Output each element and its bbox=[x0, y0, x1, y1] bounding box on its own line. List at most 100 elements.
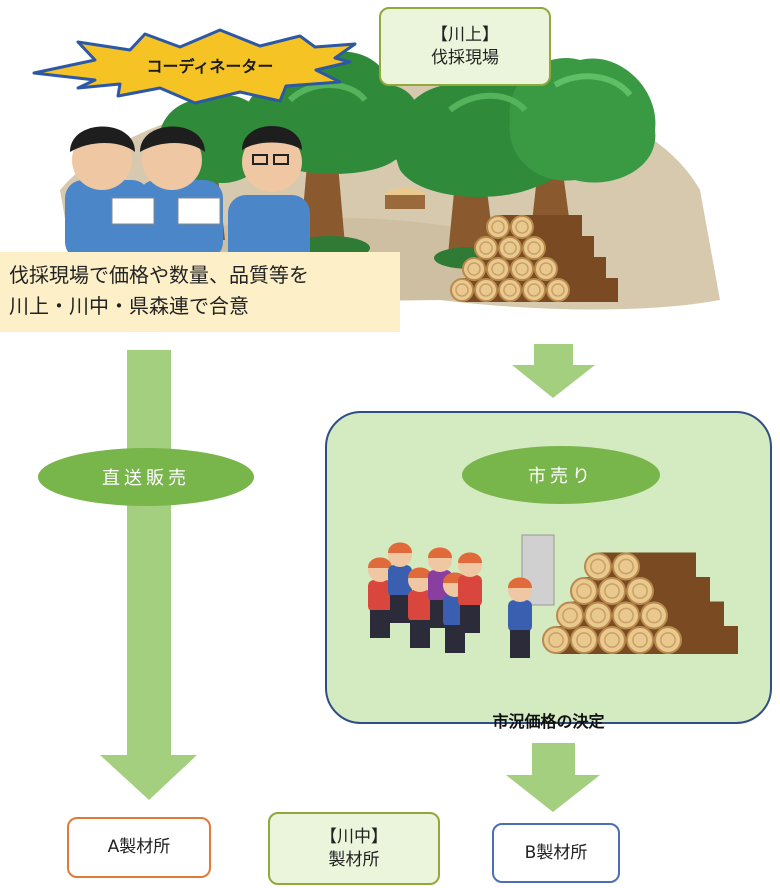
person-legs bbox=[370, 610, 390, 638]
market-price-caption: 市況価格の決定 bbox=[492, 712, 605, 731]
log-end bbox=[498, 278, 522, 302]
log-end bbox=[474, 278, 498, 302]
worker-body bbox=[228, 195, 310, 270]
tree-highlight bbox=[287, 82, 368, 103]
log-end bbox=[486, 215, 510, 239]
person-cap bbox=[458, 552, 482, 563]
person-cap bbox=[408, 567, 432, 578]
log-end bbox=[522, 236, 546, 260]
log-end bbox=[626, 626, 654, 654]
log-end bbox=[556, 601, 584, 630]
log-end bbox=[612, 601, 640, 630]
log-end bbox=[584, 601, 612, 630]
worker-hair bbox=[140, 126, 205, 152]
log-end bbox=[598, 626, 626, 654]
person-body bbox=[508, 600, 532, 632]
upstream-site-box: 【川上】 伐採現場 bbox=[379, 7, 551, 86]
direct-sale-arrow bbox=[100, 350, 197, 800]
log-end bbox=[654, 626, 682, 654]
banner-starburst bbox=[32, 28, 357, 105]
log-end bbox=[510, 215, 534, 239]
b-mill-box: B製材所 bbox=[492, 823, 620, 883]
log-end bbox=[598, 577, 626, 605]
log-ring bbox=[576, 632, 592, 648]
person-legs bbox=[510, 630, 530, 658]
signboard-icon bbox=[521, 534, 555, 606]
log-end bbox=[486, 257, 510, 281]
log-ring bbox=[604, 632, 620, 648]
tree-highlight bbox=[553, 73, 633, 97]
log-ring bbox=[551, 283, 565, 297]
log-ring bbox=[491, 262, 505, 276]
log-ring bbox=[590, 558, 606, 575]
log-ring bbox=[548, 632, 564, 648]
log-ring bbox=[527, 283, 541, 297]
log-end bbox=[498, 236, 522, 260]
log-end bbox=[640, 601, 668, 630]
worker-head bbox=[242, 132, 302, 192]
log-end bbox=[584, 552, 612, 581]
direct-sale-label: 直送販売 bbox=[38, 448, 254, 506]
log-end bbox=[534, 257, 558, 281]
upstream-label: 伐採現場 bbox=[431, 47, 499, 68]
midstream-mill-box: 【川中】 製材所 bbox=[268, 812, 440, 885]
log-ring bbox=[491, 220, 505, 234]
person-body bbox=[368, 580, 392, 612]
log-ring bbox=[660, 632, 676, 648]
log-ring bbox=[539, 262, 553, 276]
log-ring bbox=[479, 241, 493, 255]
log-end bbox=[542, 626, 570, 654]
market-sale-label: 市売り bbox=[462, 446, 660, 504]
clipboard-icon bbox=[177, 197, 221, 225]
log-ring bbox=[618, 607, 634, 624]
log-ring bbox=[646, 607, 662, 624]
midstream-tag: 【川中】 bbox=[320, 826, 388, 847]
person-legs bbox=[460, 605, 480, 633]
person-legs bbox=[410, 620, 430, 648]
agreement-note: 伐採現場で価格や数量、品質等を 川上・川中・県森連で合意 bbox=[0, 252, 400, 332]
worker-hair bbox=[70, 126, 135, 152]
glasses-icon bbox=[252, 154, 268, 165]
log-ring bbox=[455, 283, 469, 297]
log-ring bbox=[604, 583, 620, 599]
person-body bbox=[408, 590, 432, 622]
person-cap bbox=[368, 557, 392, 568]
log-end bbox=[612, 552, 640, 581]
log-ring bbox=[479, 283, 493, 297]
clipboard-icon bbox=[111, 197, 155, 225]
log-end bbox=[474, 236, 498, 260]
log-end bbox=[570, 626, 598, 654]
log-end bbox=[450, 278, 474, 302]
log-ring bbox=[467, 262, 481, 276]
person-cap bbox=[508, 577, 532, 588]
person-body bbox=[388, 565, 412, 597]
log-ring bbox=[576, 583, 592, 599]
midstream-label: 製材所 bbox=[328, 849, 380, 870]
person-body bbox=[458, 575, 482, 607]
glasses-icon bbox=[273, 154, 289, 165]
agreement-line-1: 伐採現場で価格や数量、品質等を bbox=[9, 263, 309, 287]
log-ring bbox=[632, 583, 648, 599]
coordinator-banner: コーディネーター bbox=[146, 57, 274, 76]
stump bbox=[385, 195, 425, 209]
tree-crown bbox=[509, 58, 656, 183]
person-cap bbox=[428, 547, 452, 558]
upstream-tag: 【川上】 bbox=[431, 24, 499, 45]
log-end bbox=[510, 257, 534, 281]
log-end bbox=[626, 577, 654, 605]
log-ring bbox=[590, 607, 606, 624]
log-end bbox=[570, 577, 598, 605]
down-arrow-to-market bbox=[512, 344, 595, 398]
log-ring bbox=[503, 241, 517, 255]
log-ring bbox=[515, 220, 529, 234]
log-ring bbox=[527, 241, 541, 255]
tree-highlight bbox=[448, 92, 528, 113]
log-end bbox=[522, 278, 546, 302]
worker-hair bbox=[242, 126, 302, 150]
log-end bbox=[462, 257, 486, 281]
